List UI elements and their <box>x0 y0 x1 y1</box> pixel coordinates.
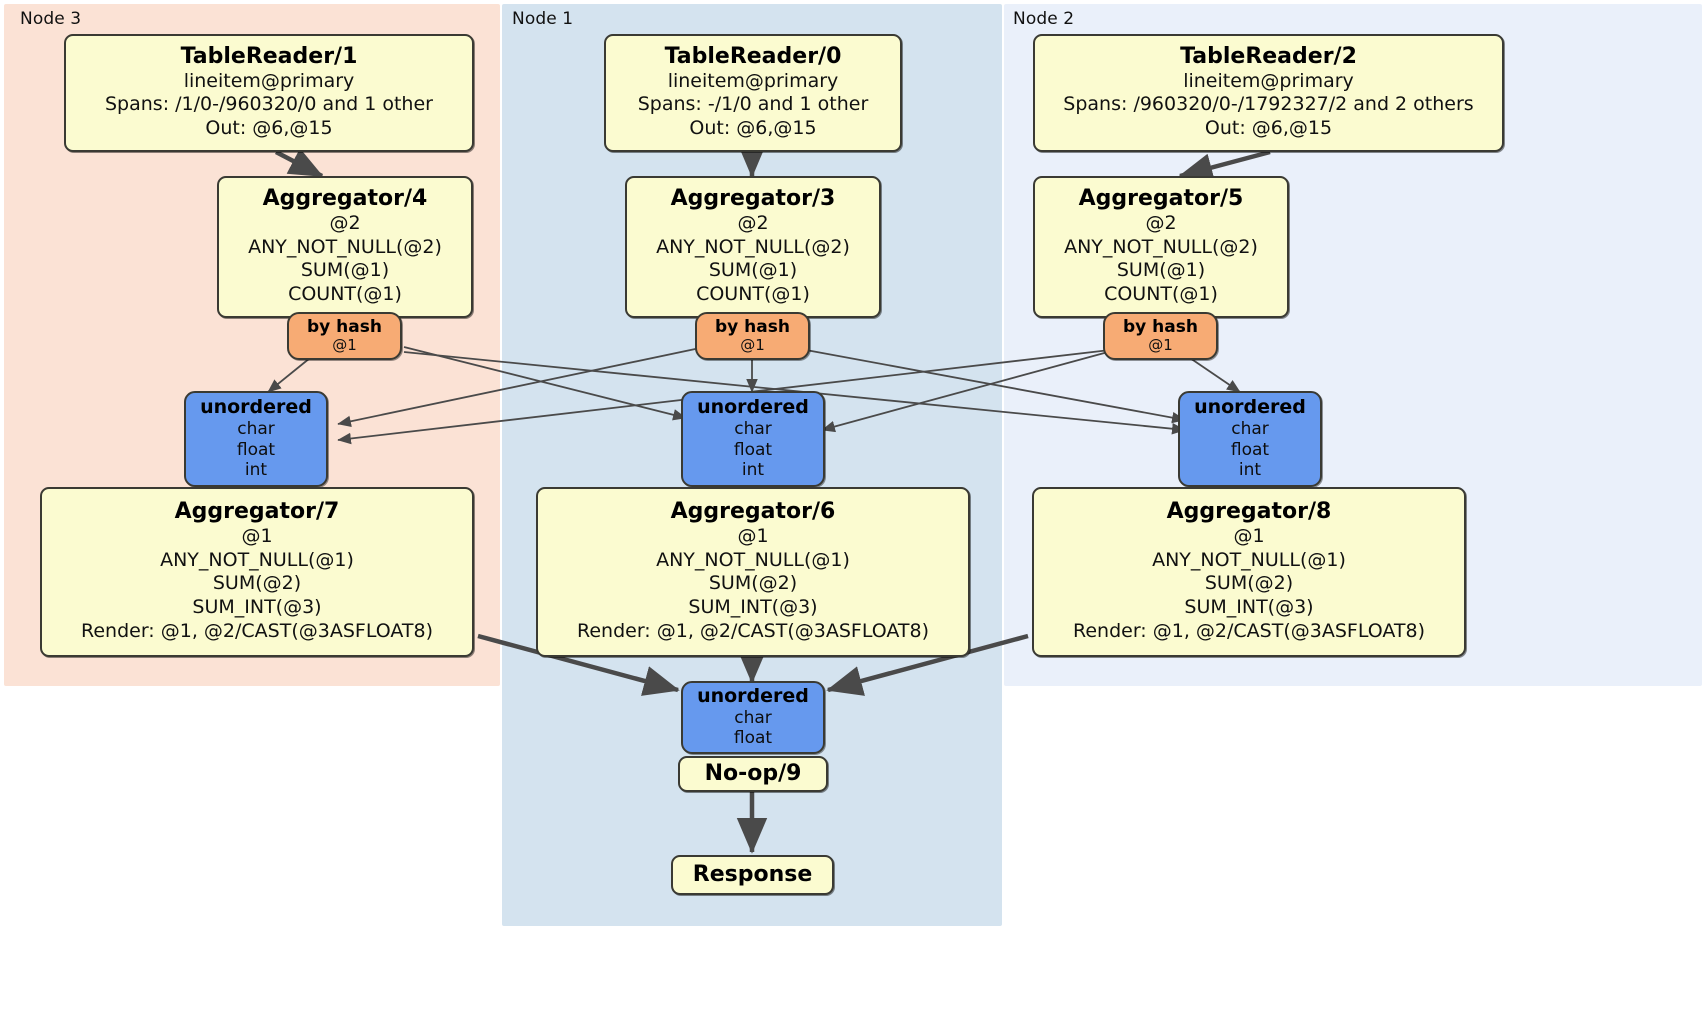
node-line: @1 <box>241 524 273 547</box>
node-line: Spans: /960320/0-/1792327/2 and 2 others <box>1063 93 1474 116</box>
node-aggregator-7[interactable]: Aggregator/7 @1 ANY_NOT_NULL(@1) SUM(@2)… <box>40 487 474 657</box>
synchronizer-unordered-right[interactable]: unordered char float int <box>1178 391 1322 487</box>
node-line: ANY_NOT_NULL(@1) <box>656 548 850 571</box>
sync-line: int <box>1238 460 1262 481</box>
node-title: TableReader/0 <box>664 44 842 70</box>
router-by-hash-left[interactable]: by hash @1 <box>287 312 402 360</box>
node-line: @2 <box>1145 211 1177 234</box>
node-aggregator-8[interactable]: Aggregator/8 @1 ANY_NOT_NULL(@1) SUM(@2)… <box>1032 487 1466 657</box>
node-title: TableReader/1 <box>180 44 358 70</box>
router-title: by hash <box>1123 316 1198 337</box>
node-response[interactable]: Response <box>671 855 834 895</box>
node-line: COUNT(@1) <box>288 283 402 306</box>
sync-line: float <box>1230 439 1270 460</box>
node-line: ANY_NOT_NULL(@2) <box>656 235 850 258</box>
router-by-hash-mid[interactable]: by hash @1 <box>695 312 810 360</box>
panel-label-node-2: Node 2 <box>1013 9 1075 29</box>
node-line: Out: @6,@15 <box>205 117 333 140</box>
synchronizer-unordered-left[interactable]: unordered char float int <box>184 391 328 487</box>
node-no-op-9[interactable]: No-op/9 <box>678 756 828 792</box>
router-title: by hash <box>715 316 790 337</box>
sync-line: int <box>741 460 765 481</box>
router-line: @1 <box>1148 336 1173 355</box>
node-line: Spans: -/1/0 and 1 other <box>637 93 869 116</box>
node-line: Render: @1, @2/CAST(@3ASFLOAT8) <box>1073 619 1425 642</box>
node-line: SUM(@1) <box>300 259 390 282</box>
node-aggregator-6[interactable]: Aggregator/6 @1 ANY_NOT_NULL(@1) SUM(@2)… <box>536 487 970 657</box>
router-line: @1 <box>740 336 765 355</box>
node-line: Spans: /1/0-/960320/0 and 1 other <box>105 93 433 116</box>
node-line: ANY_NOT_NULL(@1) <box>1152 548 1346 571</box>
node-line: SUM(@1) <box>708 259 798 282</box>
sync-title: unordered <box>697 395 809 418</box>
sync-line: char <box>237 418 275 439</box>
node-line: SUM(@2) <box>708 572 798 595</box>
sync-line: float <box>236 439 276 460</box>
node-line: Render: @1, @2/CAST(@3ASFLOAT8) <box>577 619 929 642</box>
node-line: @2 <box>737 211 769 234</box>
node-aggregator-3[interactable]: Aggregator/3 @2 ANY_NOT_NULL(@2) SUM(@1)… <box>625 176 881 318</box>
router-title: by hash <box>307 316 382 337</box>
node-line: lineitem@primary <box>1183 69 1354 92</box>
sync-line: float <box>733 439 773 460</box>
router-by-hash-right[interactable]: by hash @1 <box>1103 312 1218 360</box>
node-line: SUM_INT(@3) <box>192 596 322 619</box>
sync-line: float <box>733 728 773 749</box>
node-line: @1 <box>1233 524 1265 547</box>
node-line: Render: @1, @2/CAST(@3ASFLOAT8) <box>81 619 433 642</box>
node-line: SUM(@1) <box>1116 259 1206 282</box>
node-title: Aggregator/6 <box>670 499 836 525</box>
sync-line: char <box>734 707 772 728</box>
node-line: SUM_INT(@3) <box>688 596 818 619</box>
node-line: lineitem@primary <box>183 69 355 92</box>
synchronizer-unordered-final[interactable]: unordered char float <box>681 681 825 754</box>
node-line: COUNT(@1) <box>696 283 810 306</box>
node-line: SUM(@2) <box>1204 572 1294 595</box>
node-line: @1 <box>737 524 769 547</box>
sync-title: unordered <box>200 395 312 418</box>
panel-label-node-1: Node 1 <box>512 9 574 29</box>
sync-line: char <box>1231 418 1269 439</box>
node-title: TableReader/2 <box>1180 44 1357 70</box>
node-aggregator-5[interactable]: Aggregator/5 @2 ANY_NOT_NULL(@2) SUM(@1)… <box>1033 176 1289 318</box>
node-line: lineitem@primary <box>667 69 839 92</box>
node-title: Aggregator/3 <box>670 186 836 212</box>
node-line: COUNT(@1) <box>1104 283 1218 306</box>
node-line: Out: @6,@15 <box>1204 117 1333 140</box>
node-line: ANY_NOT_NULL(@2) <box>248 235 442 258</box>
node-line: SUM(@2) <box>212 572 302 595</box>
node-title: No-op/9 <box>704 760 802 786</box>
router-line: @1 <box>332 336 357 355</box>
node-title: Aggregator/4 <box>262 186 428 212</box>
node-line: ANY_NOT_NULL(@2) <box>1064 235 1258 258</box>
sync-line: char <box>734 418 772 439</box>
node-line: @2 <box>329 211 361 234</box>
sync-title: unordered <box>1194 395 1306 418</box>
node-tablereader-2[interactable]: TableReader/2 lineitem@primary Spans: /9… <box>1033 34 1504 152</box>
node-line: ANY_NOT_NULL(@1) <box>160 548 354 571</box>
node-line: Out: @6,@15 <box>689 117 817 140</box>
sync-line: int <box>244 460 268 481</box>
sync-title: unordered <box>697 684 809 707</box>
node-title: Response <box>692 861 813 887</box>
node-tablereader-1[interactable]: TableReader/1 lineitem@primary Spans: /1… <box>64 34 474 152</box>
node-title: Aggregator/5 <box>1078 186 1244 212</box>
node-title: Aggregator/8 <box>1166 499 1332 525</box>
node-tablereader-0[interactable]: TableReader/0 lineitem@primary Spans: -/… <box>604 34 902 152</box>
node-line: SUM_INT(@3) <box>1184 596 1314 619</box>
synchronizer-unordered-mid[interactable]: unordered char float int <box>681 391 825 487</box>
panel-label-node-3: Node 3 <box>20 9 82 29</box>
node-title: Aggregator/7 <box>174 499 340 525</box>
node-aggregator-4[interactable]: Aggregator/4 @2 ANY_NOT_NULL(@2) SUM(@1)… <box>217 176 473 318</box>
